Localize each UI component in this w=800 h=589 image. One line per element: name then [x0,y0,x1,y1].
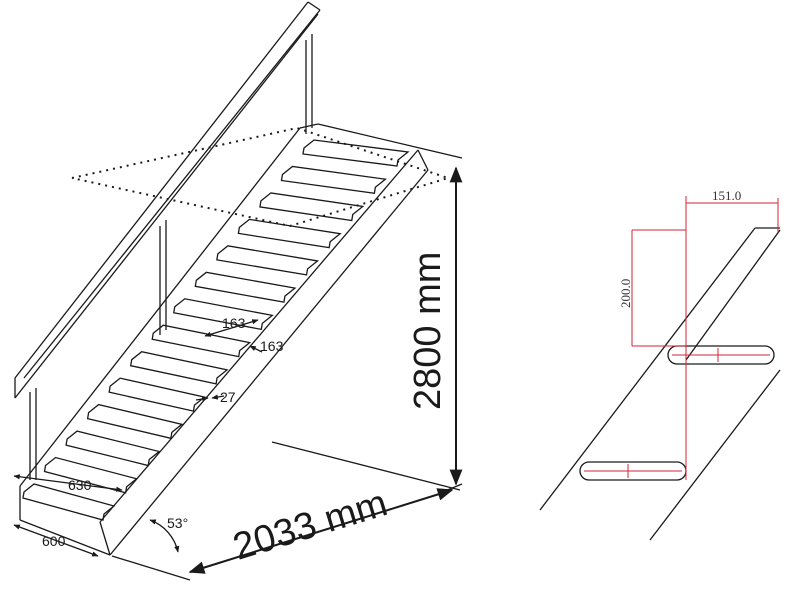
tread-3 [65,430,161,467]
tread-13 [280,165,387,194]
detail-horizontal-label: 151.0 [712,188,741,203]
tread-7 [151,324,252,358]
tread-9 [194,271,297,303]
run-label: 2033 mm [228,482,392,568]
thickness-label: 27 [220,389,236,405]
angle-label: 53° [167,515,188,531]
angle-arc [149,519,180,553]
tread-2 [43,456,139,494]
detail-vertical-label: 200.0 [618,279,633,308]
detail-view [539,227,781,541]
tread-4 [86,403,184,440]
tread-5 [108,377,206,412]
rise-label: 163 [222,315,246,331]
dimension-lines [13,149,463,581]
rise-dimension-line [204,319,259,337]
width-label: 600 [42,533,66,549]
tread-14 [302,139,410,167]
tread-width-dimension-line [13,474,123,492]
staircase-view [14,1,452,556]
width-dimension-line [13,524,99,557]
tread-11 [237,218,342,249]
upper-floor-dotted-line [71,126,452,228]
run-dimension-line [188,488,454,574]
handrail-posts [29,34,313,480]
tread-width-label: 630 [68,477,92,493]
detail-dimensions [584,196,779,480]
tread-10 [216,245,320,276]
tread-12 [259,192,365,222]
step-label: 163 [260,338,284,354]
handrail [14,1,321,399]
treads [22,139,410,521]
tread-8 [173,298,274,331]
height-label: 2800 mm [407,252,449,410]
detail-tread-upper [667,345,775,365]
tread-6 [129,350,229,385]
